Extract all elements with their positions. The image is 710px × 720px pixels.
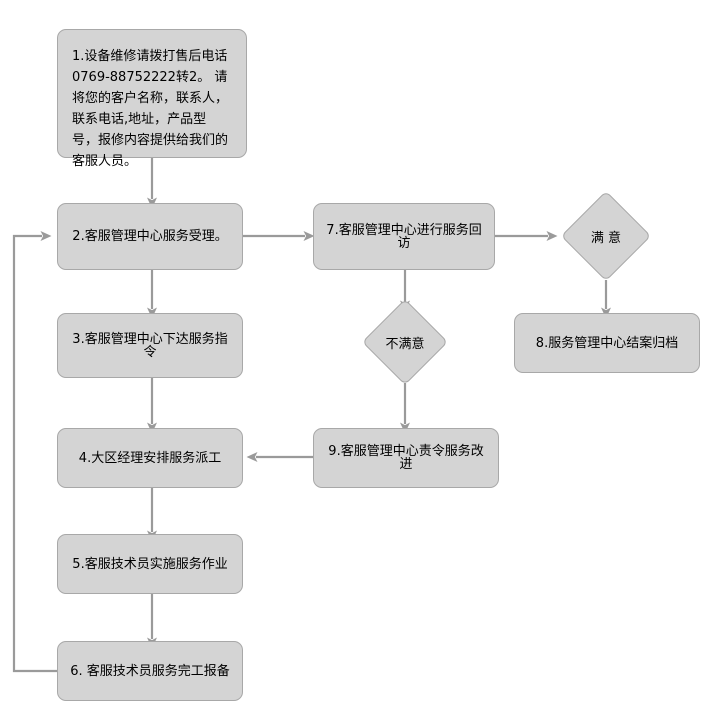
node-3-label: 3.客服管理中心下达服务指令 bbox=[72, 331, 228, 360]
decision-satisfied-label: 满 意 bbox=[590, 230, 622, 246]
node-4-label: 4.大区经理安排服务派工 bbox=[78, 450, 222, 466]
node-2-label: 2.客服管理中心服务受理。 bbox=[72, 229, 228, 244]
node-1-call-hotline[interactable]: 1.设备维修请拨打售后电话0769-88752222转2。 请将您的客户名称，联… bbox=[57, 29, 247, 169]
node-6-technician-reports-completion[interactable]: 6. 客服技术员服务完工报备 bbox=[57, 641, 243, 701]
decision-unsatisfied[interactable]: 不满意 bbox=[357, 298, 453, 386]
node-8-case-closed-archived[interactable]: 8.服务管理中心结案归档 bbox=[514, 313, 700, 373]
node-6-label: 6. 客服技术员服务完工报备 bbox=[70, 663, 230, 679]
decision-satisfied[interactable]: 满 意 bbox=[551, 190, 661, 282]
node-9-order-service-improvement[interactable]: 9.客服管理中心责令服务改进 bbox=[313, 428, 499, 488]
node-9-label: 9.客服管理中心责令服务改进 bbox=[328, 444, 484, 472]
decision-unsatisfied-label: 不满意 bbox=[385, 336, 425, 352]
node-5-technician-performs-service[interactable]: 5.客服技术员实施服务作业 bbox=[57, 534, 243, 594]
node-3-issue-service-order[interactable]: 3.客服管理中心下达服务指令 bbox=[57, 313, 243, 378]
node-7-service-followup-visit[interactable]: 7.客服管理中心进行服务回访 bbox=[313, 203, 495, 270]
node-2-service-acceptance[interactable]: 2.客服管理中心服务受理。 bbox=[57, 203, 243, 270]
node-1-label: 1.设备维修请拨打售后电话0769-88752222转2。 请将您的客户名称，联… bbox=[72, 49, 229, 170]
node-8-label: 8.服务管理中心结案归档 bbox=[535, 335, 679, 351]
node-7-label: 7.客服管理中心进行服务回访 bbox=[326, 222, 482, 251]
node-5-label: 5.客服技术员实施服务作业 bbox=[72, 556, 228, 572]
edge-n6-n2-feedback bbox=[12, 231, 62, 673]
node-4-manager-assign-dispatch[interactable]: 4.大区经理安排服务派工 bbox=[57, 428, 243, 488]
